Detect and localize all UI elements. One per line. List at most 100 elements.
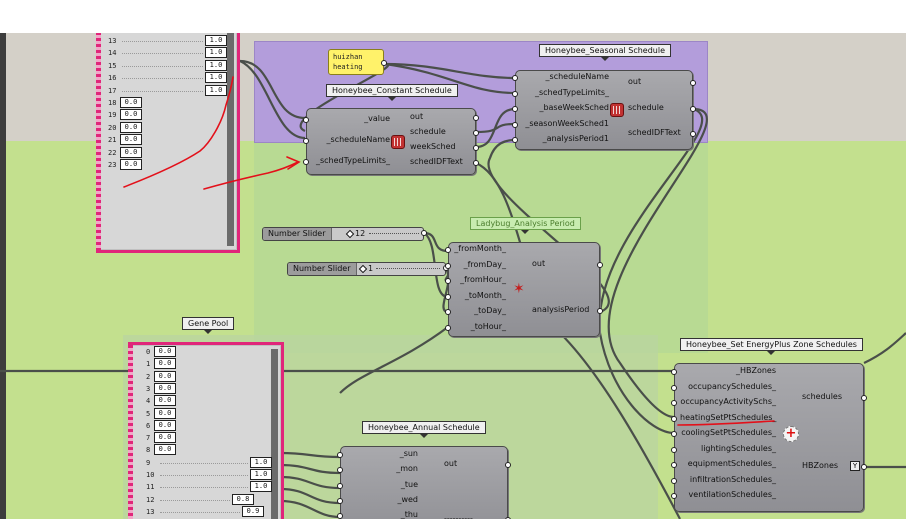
- wire-genepool-to-annual-4: [279, 487, 341, 505]
- input-port[interactable]: [512, 137, 518, 143]
- hbzones-toggle[interactable]: Y: [850, 461, 860, 471]
- input-port[interactable]: [671, 462, 677, 468]
- input-port[interactable]: [512, 106, 518, 112]
- gene-value[interactable]: 0.0: [120, 134, 142, 146]
- output-port[interactable]: [861, 395, 867, 401]
- gene-value[interactable]: 0.0: [154, 370, 176, 382]
- output-port[interactable]: [690, 131, 696, 137]
- panel-output-port[interactable]: [381, 60, 387, 66]
- output-port[interactable]: [690, 80, 696, 86]
- input-port[interactable]: [671, 477, 677, 484]
- input-port[interactable]: [337, 467, 343, 474]
- output-port[interactable]: [473, 160, 479, 166]
- input-port[interactable]: [671, 493, 677, 499]
- gene-value[interactable]: 0.0: [154, 395, 176, 407]
- output-port[interactable]: [597, 262, 603, 268]
- input-port[interactable]: [445, 324, 451, 331]
- input-port[interactable]: [445, 262, 451, 269]
- gene-value[interactable]: 0.0: [154, 346, 176, 357]
- input-port[interactable]: [337, 482, 343, 489]
- input-label: infiltrationSchedules_: [689, 474, 776, 484]
- gene-index: 13: [108, 37, 117, 45]
- output-port[interactable]: [861, 464, 867, 470]
- output-port[interactable]: [690, 106, 696, 112]
- input-port[interactable]: [512, 75, 518, 81]
- input-port[interactable]: [512, 90, 518, 97]
- slider-1-track[interactable]: [369, 233, 419, 235]
- gene-value[interactable]: 0.0: [154, 382, 176, 394]
- output-label: HBZones: [802, 461, 839, 470]
- gene-value[interactable]: 0.0: [120, 121, 142, 133]
- input-port[interactable]: [671, 446, 677, 453]
- input-port[interactable]: [671, 431, 677, 437]
- constant-schedule-title: Honeybee_Constant Schedule: [326, 84, 458, 101]
- gene-value[interactable]: 0.0: [154, 358, 176, 370]
- output-port[interactable]: [597, 308, 603, 314]
- input-label: _mon: [396, 464, 418, 474]
- gene-value[interactable]: 0.0: [154, 407, 176, 419]
- gene-value[interactable]: 0.0: [154, 419, 176, 431]
- gene-index: 17: [108, 86, 117, 95]
- text-panel[interactable]: huizhan heating: [328, 49, 384, 75]
- gene-value[interactable]: 0.0: [120, 109, 142, 121]
- gene-value[interactable]: 0.0: [120, 146, 142, 158]
- input-label: heatingSetPtSchedules_: [680, 412, 777, 422]
- input-port[interactable]: [445, 278, 451, 284]
- gene-value[interactable]: 1.0: [250, 456, 272, 468]
- input-label: _wed: [397, 494, 418, 504]
- output-port[interactable]: [473, 145, 479, 151]
- input-port[interactable]: [445, 247, 451, 253]
- gene-dotted-line: [160, 475, 248, 476]
- input-port[interactable]: [445, 309, 451, 315]
- output-label: out: [444, 459, 458, 468]
- input-port[interactable]: [303, 117, 309, 123]
- annual-schedule-component[interactable]: [340, 446, 508, 519]
- gene-value[interactable]: 1.0: [250, 481, 272, 493]
- output-port[interactable]: [473, 115, 479, 121]
- constant-schedule-component[interactable]: [306, 108, 476, 175]
- slider-2-track[interactable]: [376, 268, 440, 270]
- gene-value[interactable]: 1.0: [205, 59, 227, 71]
- gene-value[interactable]: 0.9: [242, 505, 264, 517]
- input-port[interactable]: [671, 400, 677, 406]
- input-label: _toDay_: [474, 306, 506, 315]
- gene-value[interactable]: 0.0: [154, 432, 176, 444]
- gene-value[interactable]: 1.0: [205, 35, 227, 46]
- output-port[interactable]: [505, 517, 511, 519]
- input-label: _scheduleName: [326, 135, 390, 144]
- input-port[interactable]: [337, 452, 343, 458]
- gene-value[interactable]: 0.8: [232, 493, 254, 505]
- output-label: weekSched: [410, 142, 456, 151]
- output-port[interactable]: [473, 130, 479, 136]
- gene-value[interactable]: 1.0: [205, 47, 227, 59]
- output-port[interactable]: [505, 462, 511, 468]
- gene-value[interactable]: 1.0: [250, 469, 272, 480]
- gene-value[interactable]: 1.0: [205, 84, 227, 96]
- gene-value[interactable]: 0.0: [154, 444, 176, 456]
- input-port[interactable]: [671, 369, 677, 375]
- input-port[interactable]: [671, 415, 677, 422]
- annual-schedule-title: Honeybee_Annual Schedule: [362, 421, 486, 438]
- gene-value[interactable]: 0.0: [120, 159, 142, 170]
- gene-value[interactable]: 1.0: [205, 72, 227, 84]
- input-port[interactable]: [445, 293, 451, 300]
- seasonal-schedule-component[interactable]: [515, 70, 693, 150]
- gene-pool-bottom-scrollbar[interactable]: [271, 349, 278, 519]
- input-port[interactable]: [303, 159, 309, 165]
- gene-value[interactable]: 0.0: [120, 97, 142, 108]
- input-label: _schedTypeLimits_: [534, 87, 609, 97]
- analysis-period-component[interactable]: ✶: [448, 242, 600, 337]
- input-port[interactable]: [671, 384, 677, 391]
- input-label: _tue: [400, 479, 418, 489]
- slider-1-output-port[interactable]: [421, 230, 427, 236]
- panel-line-1: huizhan: [333, 53, 363, 61]
- gene-pool-scrollbar[interactable]: [227, 33, 234, 246]
- input-port[interactable]: [337, 497, 343, 504]
- zone-schedules-component[interactable]: + Y: [674, 363, 864, 512]
- input-port[interactable]: [512, 121, 518, 128]
- analysis-period-title: Ladybug_Analysis Period: [470, 217, 581, 234]
- panel-line-2: heating: [333, 63, 363, 71]
- number-slider-1[interactable]: Number Slider 12: [262, 227, 424, 241]
- input-port[interactable]: [303, 138, 309, 144]
